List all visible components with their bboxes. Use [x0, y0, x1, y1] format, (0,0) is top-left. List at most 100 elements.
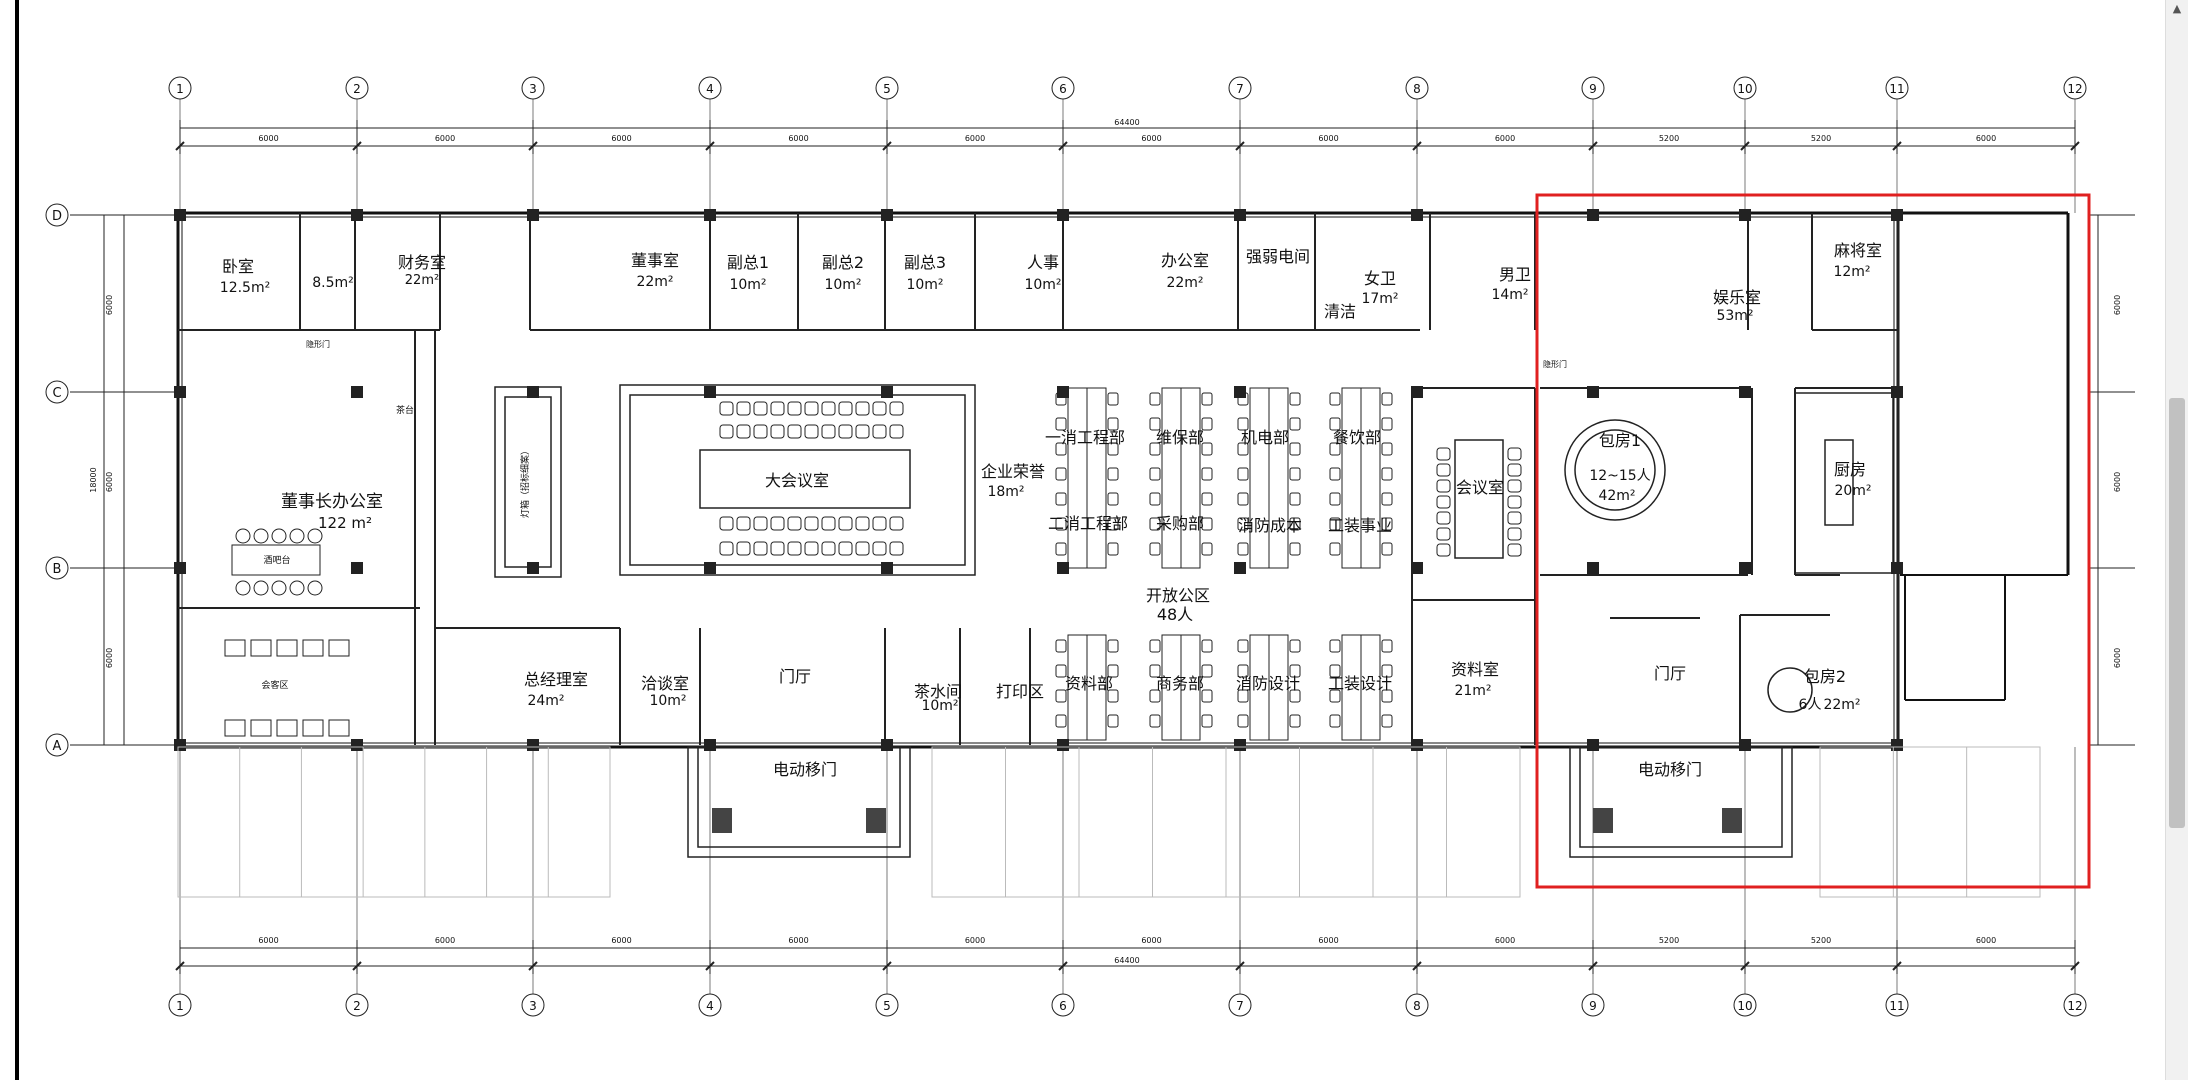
room-print: 打印区	[996, 682, 1044, 701]
room-tea: 茶水间	[914, 682, 962, 701]
room-entertainment-area: 53m²	[1716, 308, 1753, 324]
left-border-line	[15, 0, 19, 1080]
room-hr: 人事	[1027, 253, 1059, 272]
bottom-dimension-chain	[180, 947, 2075, 967]
svg-text:9: 9	[1589, 999, 1597, 1013]
chair	[276, 639, 298, 657]
chair	[289, 528, 305, 544]
vertical-scrollbar[interactable]: ▲	[2165, 0, 2188, 1080]
chair	[855, 541, 870, 556]
scroll-up-icon[interactable]: ▲	[2172, 2, 2182, 15]
chair	[1507, 527, 1522, 541]
scroll-thumb[interactable]	[2169, 398, 2185, 828]
column-post	[174, 739, 186, 751]
room-kitchen: 厨房	[1834, 460, 1866, 479]
chair	[753, 541, 768, 556]
right-dimension-chain	[2090, 214, 2135, 746]
span-label: 6000	[788, 134, 808, 143]
column-post	[1739, 562, 1751, 574]
right-span-2: 6000	[2113, 472, 2122, 492]
column-post	[351, 739, 363, 751]
column-post	[351, 209, 363, 221]
chair	[719, 541, 734, 556]
chair	[719, 401, 734, 416]
label-hidden-door: 隐形门	[306, 339, 330, 349]
chair	[770, 401, 785, 416]
svg-text:12: 12	[2067, 999, 2082, 1013]
chair	[307, 528, 323, 544]
svg-text:11: 11	[1889, 82, 1904, 96]
span-label: 5200	[1811, 936, 1831, 945]
room-vp3-area: 10m²	[906, 277, 943, 293]
span-label: 6000	[435, 134, 455, 143]
top-total-dimension: 64400	[1114, 118, 1139, 127]
column-bubble-7: 7	[1228, 747, 1252, 1017]
dept-8: 工装事业	[1328, 516, 1392, 535]
column-post	[174, 209, 186, 221]
chair	[889, 424, 904, 439]
chair	[1507, 463, 1522, 477]
svg-text:9: 9	[1589, 82, 1597, 96]
meeting-room-table	[1454, 439, 1504, 559]
honor-wall	[494, 386, 562, 578]
column-post	[527, 386, 539, 398]
column-post	[1057, 386, 1069, 398]
svg-text:7: 7	[1236, 82, 1244, 96]
right-span-3: 6000	[2113, 648, 2122, 668]
column-post	[1234, 386, 1246, 398]
room-meeting: 会议室	[1456, 478, 1504, 497]
chair	[838, 516, 853, 531]
chair	[855, 516, 870, 531]
column-bubble-8: 8	[1405, 76, 1429, 213]
chair	[821, 401, 836, 416]
span-label: 6000	[258, 936, 278, 945]
svg-text:6: 6	[1059, 82, 1067, 96]
column-bubble-8: 8	[1405, 747, 1429, 1017]
chair	[736, 424, 751, 439]
column-post	[527, 209, 539, 221]
chair	[235, 580, 251, 596]
chair	[719, 516, 734, 531]
svg-text:3: 3	[529, 999, 537, 1013]
column-post	[704, 562, 716, 574]
column-post	[1587, 209, 1599, 221]
room-vp2: 副总2	[822, 253, 864, 272]
room-hr-area: 10m²	[1024, 277, 1061, 293]
column-bubble-6: 6	[1051, 76, 1075, 213]
chair	[302, 639, 324, 657]
room-bedroom-area: 12.5m²	[220, 280, 270, 296]
left-span-3: 6000	[105, 648, 114, 668]
chair	[276, 719, 298, 737]
right-span-1: 6000	[2113, 295, 2122, 315]
chair	[1436, 527, 1451, 541]
room-office-area: 22m²	[1166, 275, 1203, 291]
label-bar: 酒吧台	[263, 554, 290, 566]
pillar	[866, 808, 886, 833]
svg-text:10: 10	[1737, 82, 1752, 96]
chair	[302, 719, 324, 737]
span-label: 5200	[1811, 134, 1831, 143]
room-office: 办公室	[1161, 251, 1209, 270]
chair	[804, 401, 819, 416]
chair	[804, 541, 819, 556]
span-label: 6000	[1318, 134, 1338, 143]
chair	[872, 424, 887, 439]
svg-text:A: A	[53, 739, 62, 754]
row-bubble-C: C	[45, 380, 180, 404]
column-bubble-11: 11	[1885, 747, 1909, 1017]
room-finance-area: 22m²	[405, 273, 439, 288]
row-bubble-D: D	[45, 203, 180, 227]
pillar	[1593, 808, 1613, 833]
span-label: 6000	[1141, 134, 1161, 143]
room-men-wc: 男卫	[1499, 265, 1531, 284]
dept-11: 消防设计	[1236, 674, 1300, 693]
chair	[889, 401, 904, 416]
chair	[328, 639, 350, 657]
chair	[328, 719, 350, 737]
chair	[889, 516, 904, 531]
svg-text:5: 5	[883, 82, 891, 96]
chair	[736, 541, 751, 556]
chair	[250, 719, 272, 737]
svg-text:B: B	[53, 562, 62, 577]
room-elec: 强弱电间	[1246, 247, 1310, 266]
